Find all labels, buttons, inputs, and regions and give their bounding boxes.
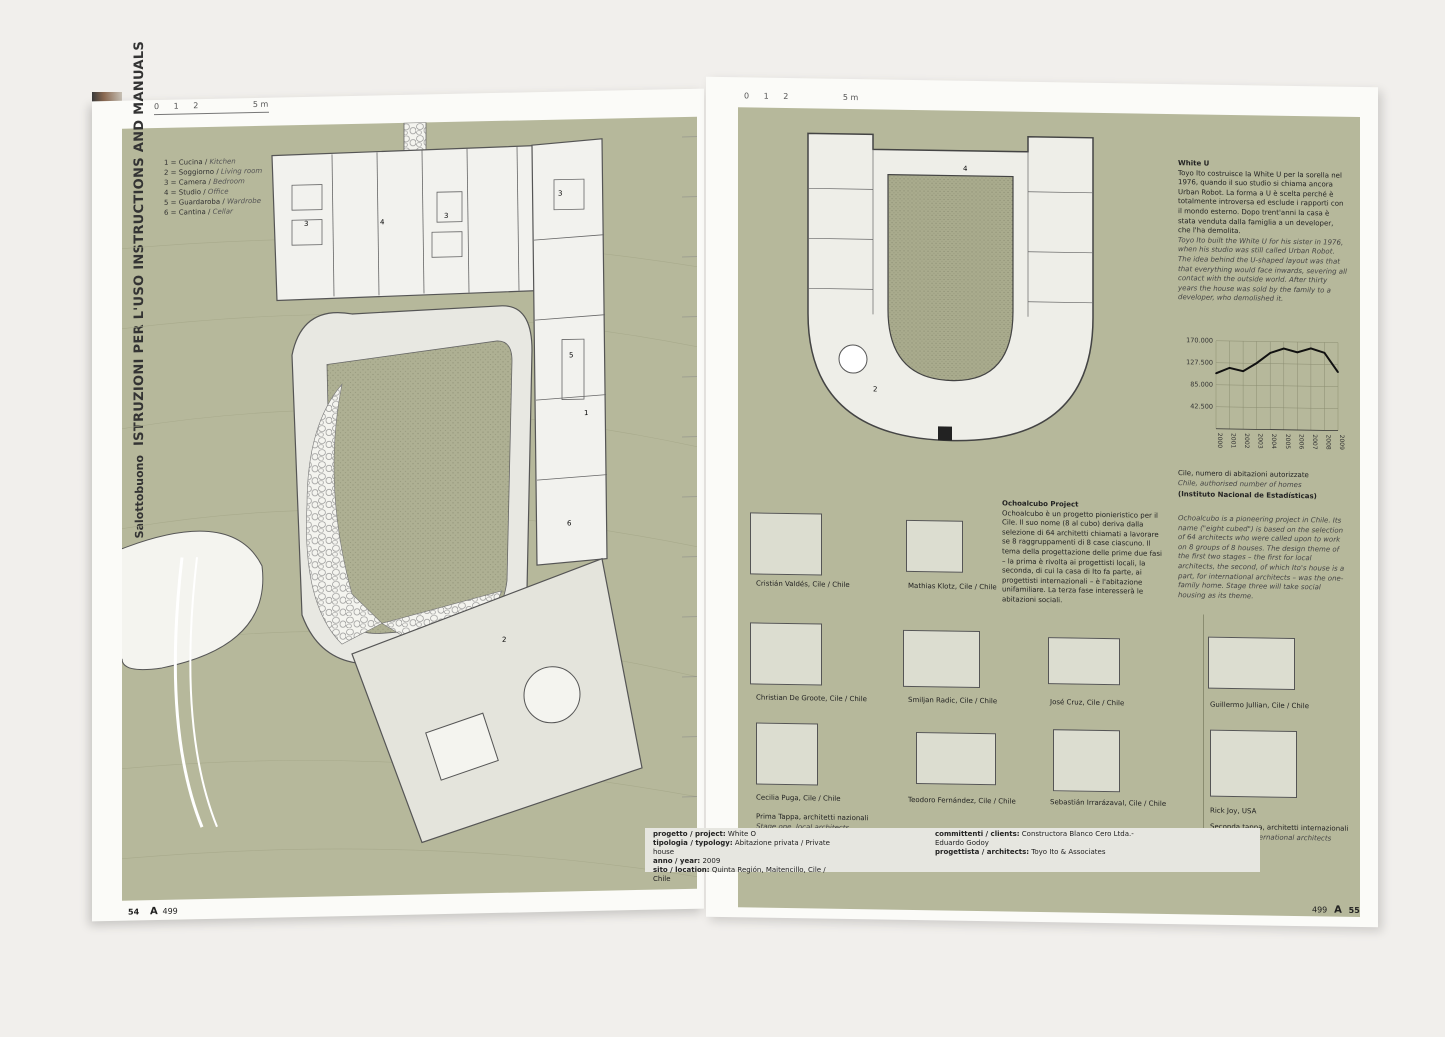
- data-point: [1296, 351, 1299, 354]
- housing-line-chart: 170.000 127.500 85.000 42.500 2000 2001 2002 20…: [1186, 336, 1345, 451]
- project-caption: Smiljan Radic, Cile / Chile: [908, 695, 998, 706]
- x-tick-label: 2003: [1257, 433, 1264, 449]
- white-u-plan: 4 2: [807, 132, 1094, 442]
- scale-bar: 0 1 2 5 m: [154, 100, 269, 116]
- y-tick-label: 127.500: [1186, 358, 1213, 366]
- data-point: [1242, 370, 1244, 372]
- x-tick-label: 2009: [1338, 435, 1345, 451]
- x-tick-label: 2001: [1230, 433, 1237, 449]
- axonometric-drawing: [122, 122, 697, 878]
- grid-line: [1216, 340, 1338, 343]
- content-panel: 4 2 White U Toyo Ito costruisce la White…: [738, 107, 1360, 917]
- stage-divider: [1203, 614, 1204, 845]
- data-point: [1310, 347, 1312, 350]
- house-plan: [906, 519, 963, 573]
- data-point: [1215, 372, 1217, 375]
- y-tick-label: 42.500: [1190, 402, 1213, 410]
- x-tick-label: 2008: [1324, 434, 1331, 450]
- y-tick-label: 85.000: [1190, 380, 1213, 388]
- ochoalcubo-text: Ochoalcubo Project Ochoalcubo è un proge…: [1002, 499, 1162, 605]
- project-caption: Cristián Valdés, Cile / Chile: [756, 579, 850, 589]
- house-plan: [916, 732, 996, 786]
- house-plan: [1053, 729, 1120, 793]
- project-caption: Mathias Klotz, Cile / Chile: [908, 581, 997, 592]
- data-point: [1228, 367, 1231, 369]
- page-number: 54 A 499: [128, 906, 178, 918]
- series-line: [1215, 347, 1339, 375]
- project-caption: Cecilia Puga, Cile / Chile: [756, 793, 841, 803]
- house-plan: [750, 622, 822, 686]
- x-tick-label: 2002: [1243, 433, 1250, 449]
- data-point: [1269, 352, 1272, 354]
- project-caption: Guillermo Jullian, Cile / Chile: [1210, 700, 1310, 711]
- project-caption: Sebastián Irrarázaval, Cile / Chile: [1050, 798, 1167, 808]
- project-info-box: progetto / project: White O tipologia / …: [645, 828, 1260, 883]
- room-number: 4: [380, 218, 385, 227]
- project-caption: José Cruz, Cile / Chile: [1050, 698, 1125, 708]
- data-point: [1337, 371, 1339, 373]
- scale-bar: 0 1 2 5 m: [744, 91, 859, 103]
- grid-line: [1216, 384, 1338, 387]
- left-page: 0 1 2 5 m Salottobuono ISTRUZIONI PER L'…: [92, 41, 704, 922]
- x-tick-label: 2000: [1216, 433, 1223, 449]
- data-point: [1255, 362, 1258, 364]
- room-number: 1: [584, 409, 589, 418]
- grid-line: [1216, 362, 1338, 365]
- y-tick-label: 170.000: [1186, 336, 1213, 344]
- room-number: 6: [567, 519, 572, 528]
- house-plan: [750, 512, 822, 576]
- white-u-text: White U Toyo Ito costruisce la White U p…: [1178, 159, 1347, 304]
- right-page: 0 1 2 5 m 4 2 White U: [706, 76, 1378, 928]
- project-info-right: committenti / clients: Constructora Blan…: [935, 830, 1134, 856]
- house-plan: [1048, 637, 1120, 686]
- svg-text:4: 4: [963, 165, 968, 173]
- project-caption: Christian De Groote, Cile / Chile: [756, 693, 867, 704]
- room-number: 3: [558, 189, 563, 198]
- page-number: 499 A 55: [1312, 904, 1360, 916]
- ochoalcubo-text-en: Ochoalcubo is a pioneering project in Ch…: [1178, 514, 1345, 601]
- house-plan: [903, 629, 980, 689]
- house-plan: [1210, 729, 1297, 799]
- room-number: 3: [444, 211, 449, 221]
- grid-line: [1216, 406, 1338, 409]
- axonometric-panel: Salottobuono ISTRUZIONI PER L'USO INSTRU…: [122, 41, 697, 901]
- chart-caption: Cile, numero di abitazioni autorizzate C…: [1178, 469, 1317, 501]
- project-info-left: progetto / project: White O tipologia / …: [653, 830, 830, 883]
- x-tick-label: 2006: [1297, 434, 1304, 450]
- svg-text:2: 2: [873, 385, 877, 393]
- x-tick-label: 2007: [1311, 434, 1318, 450]
- project-caption: Rick Joy, USA: [1210, 806, 1257, 816]
- project-caption: Teodoro Fernández, Cile / Chile: [908, 795, 1016, 806]
- room-number: 2: [502, 635, 507, 644]
- house-plan: [756, 722, 818, 786]
- x-tick-label: 2005: [1284, 434, 1291, 450]
- data-point: [1323, 351, 1326, 354]
- x-axis: [1216, 428, 1338, 432]
- house-plan: [1208, 636, 1295, 690]
- room-number: 5: [569, 351, 574, 360]
- room-number: 3: [304, 219, 309, 228]
- data-point: [1282, 347, 1285, 350]
- x-tick-label: 2004: [1270, 434, 1277, 450]
